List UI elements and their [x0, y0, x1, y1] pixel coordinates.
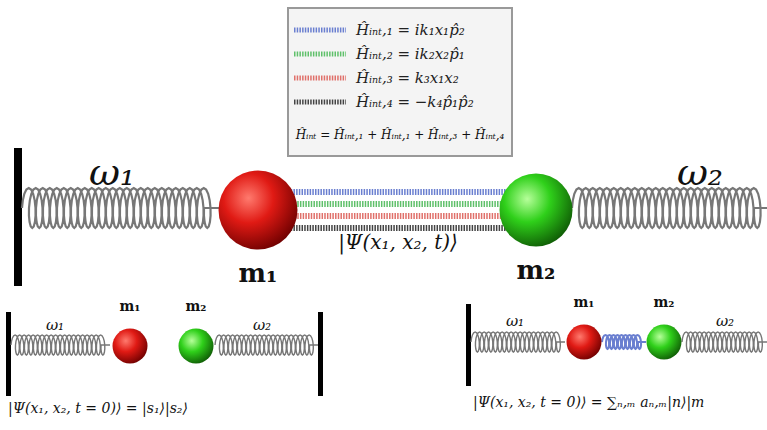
- legend-frame: [288, 8, 512, 156]
- mass-ball: m₂: [646, 324, 682, 360]
- legend-line-sample: [294, 28, 346, 33]
- mass-ball: m₁: [566, 324, 602, 360]
- frequency-label: ω₁: [506, 312, 524, 330]
- ball: [500, 174, 573, 247]
- state-label: |Ψ(x₁, x₂, t)⟩: [338, 230, 458, 254]
- frequency-label: ω₂: [253, 316, 271, 334]
- frequency-label: ω₂: [716, 312, 734, 330]
- frequency-label: ω₁: [89, 150, 135, 194]
- wall: [14, 148, 22, 286]
- legend-text: Ĥᵢₙₜ,₂ = ik₂x₂p̂₁: [356, 45, 465, 63]
- ball-shape: [646, 324, 682, 360]
- mass-ball: m₁: [112, 328, 148, 364]
- ball-shape: [178, 328, 214, 364]
- interaction-coupling: [291, 189, 507, 195]
- mass-label: m₁: [239, 258, 278, 288]
- wall: [6, 312, 11, 396]
- ball: [113, 329, 148, 364]
- ball: [219, 171, 298, 250]
- formula-note: Ĥᵢₙₜ = Ĥᵢₙₜ,₁ + Ĥᵢₙₜ,₁ + Ĥᵢₙₜ,₃ + Ĥᵢₙₜ,₄: [296, 128, 505, 142]
- ball-shape: [112, 328, 148, 364]
- legend-line-sample: [294, 100, 346, 105]
- ball-shape: [566, 324, 602, 360]
- wall: [318, 312, 323, 396]
- ball: [179, 329, 214, 364]
- ball: [647, 325, 682, 360]
- ball-shape: [218, 170, 298, 250]
- frequency-label: ω₂: [677, 150, 723, 194]
- spring-coil: [11, 335, 110, 355]
- spring-coil: [572, 188, 767, 228]
- mass-label: m₂: [186, 298, 207, 314]
- legend-line-sample: [294, 52, 346, 57]
- spring-coil: [215, 335, 318, 355]
- spring-coil: [22, 188, 220, 228]
- mass-ball: m₂: [499, 173, 573, 247]
- mass-label: m₁: [120, 298, 141, 314]
- state-label: |Ψ(x₁, x₂, t = 0)⟩ = ∑ₙ,ₘ aₙ,ₘ|n⟩|m: [473, 394, 704, 410]
- wall: [466, 304, 471, 386]
- ball: [567, 325, 602, 360]
- legend-text: Ĥᵢₙₜ,₄ = −k₄p̂₁p̂₂: [356, 93, 474, 111]
- legend-text: Ĥᵢₙₜ,₃ = k₃x₁x₂: [356, 69, 459, 87]
- frequency-label: ω₁: [46, 316, 64, 334]
- mass-label: m₁: [574, 294, 595, 310]
- state-label: |Ψ(x₁, x₂, t = 0)⟩ = |s₁⟩|s₂⟩: [8, 400, 188, 416]
- interaction-coupling: [295, 213, 503, 219]
- mass-label: m₂: [517, 255, 556, 285]
- legend-text: Ĥᵢₙₜ,₁ = ik₁x₁p̂₂: [356, 21, 465, 39]
- interaction-coupling: [602, 335, 646, 349]
- mass-ball: m₂: [178, 328, 214, 364]
- mass-ball: m₁: [218, 170, 298, 250]
- mass-label: m₂: [654, 294, 675, 310]
- interaction-coupling: [295, 201, 503, 207]
- ball-shape: [499, 173, 573, 247]
- spring-coil: [471, 332, 565, 352]
- spring-coil: [682, 332, 767, 352]
- legend-line-sample: [294, 76, 346, 81]
